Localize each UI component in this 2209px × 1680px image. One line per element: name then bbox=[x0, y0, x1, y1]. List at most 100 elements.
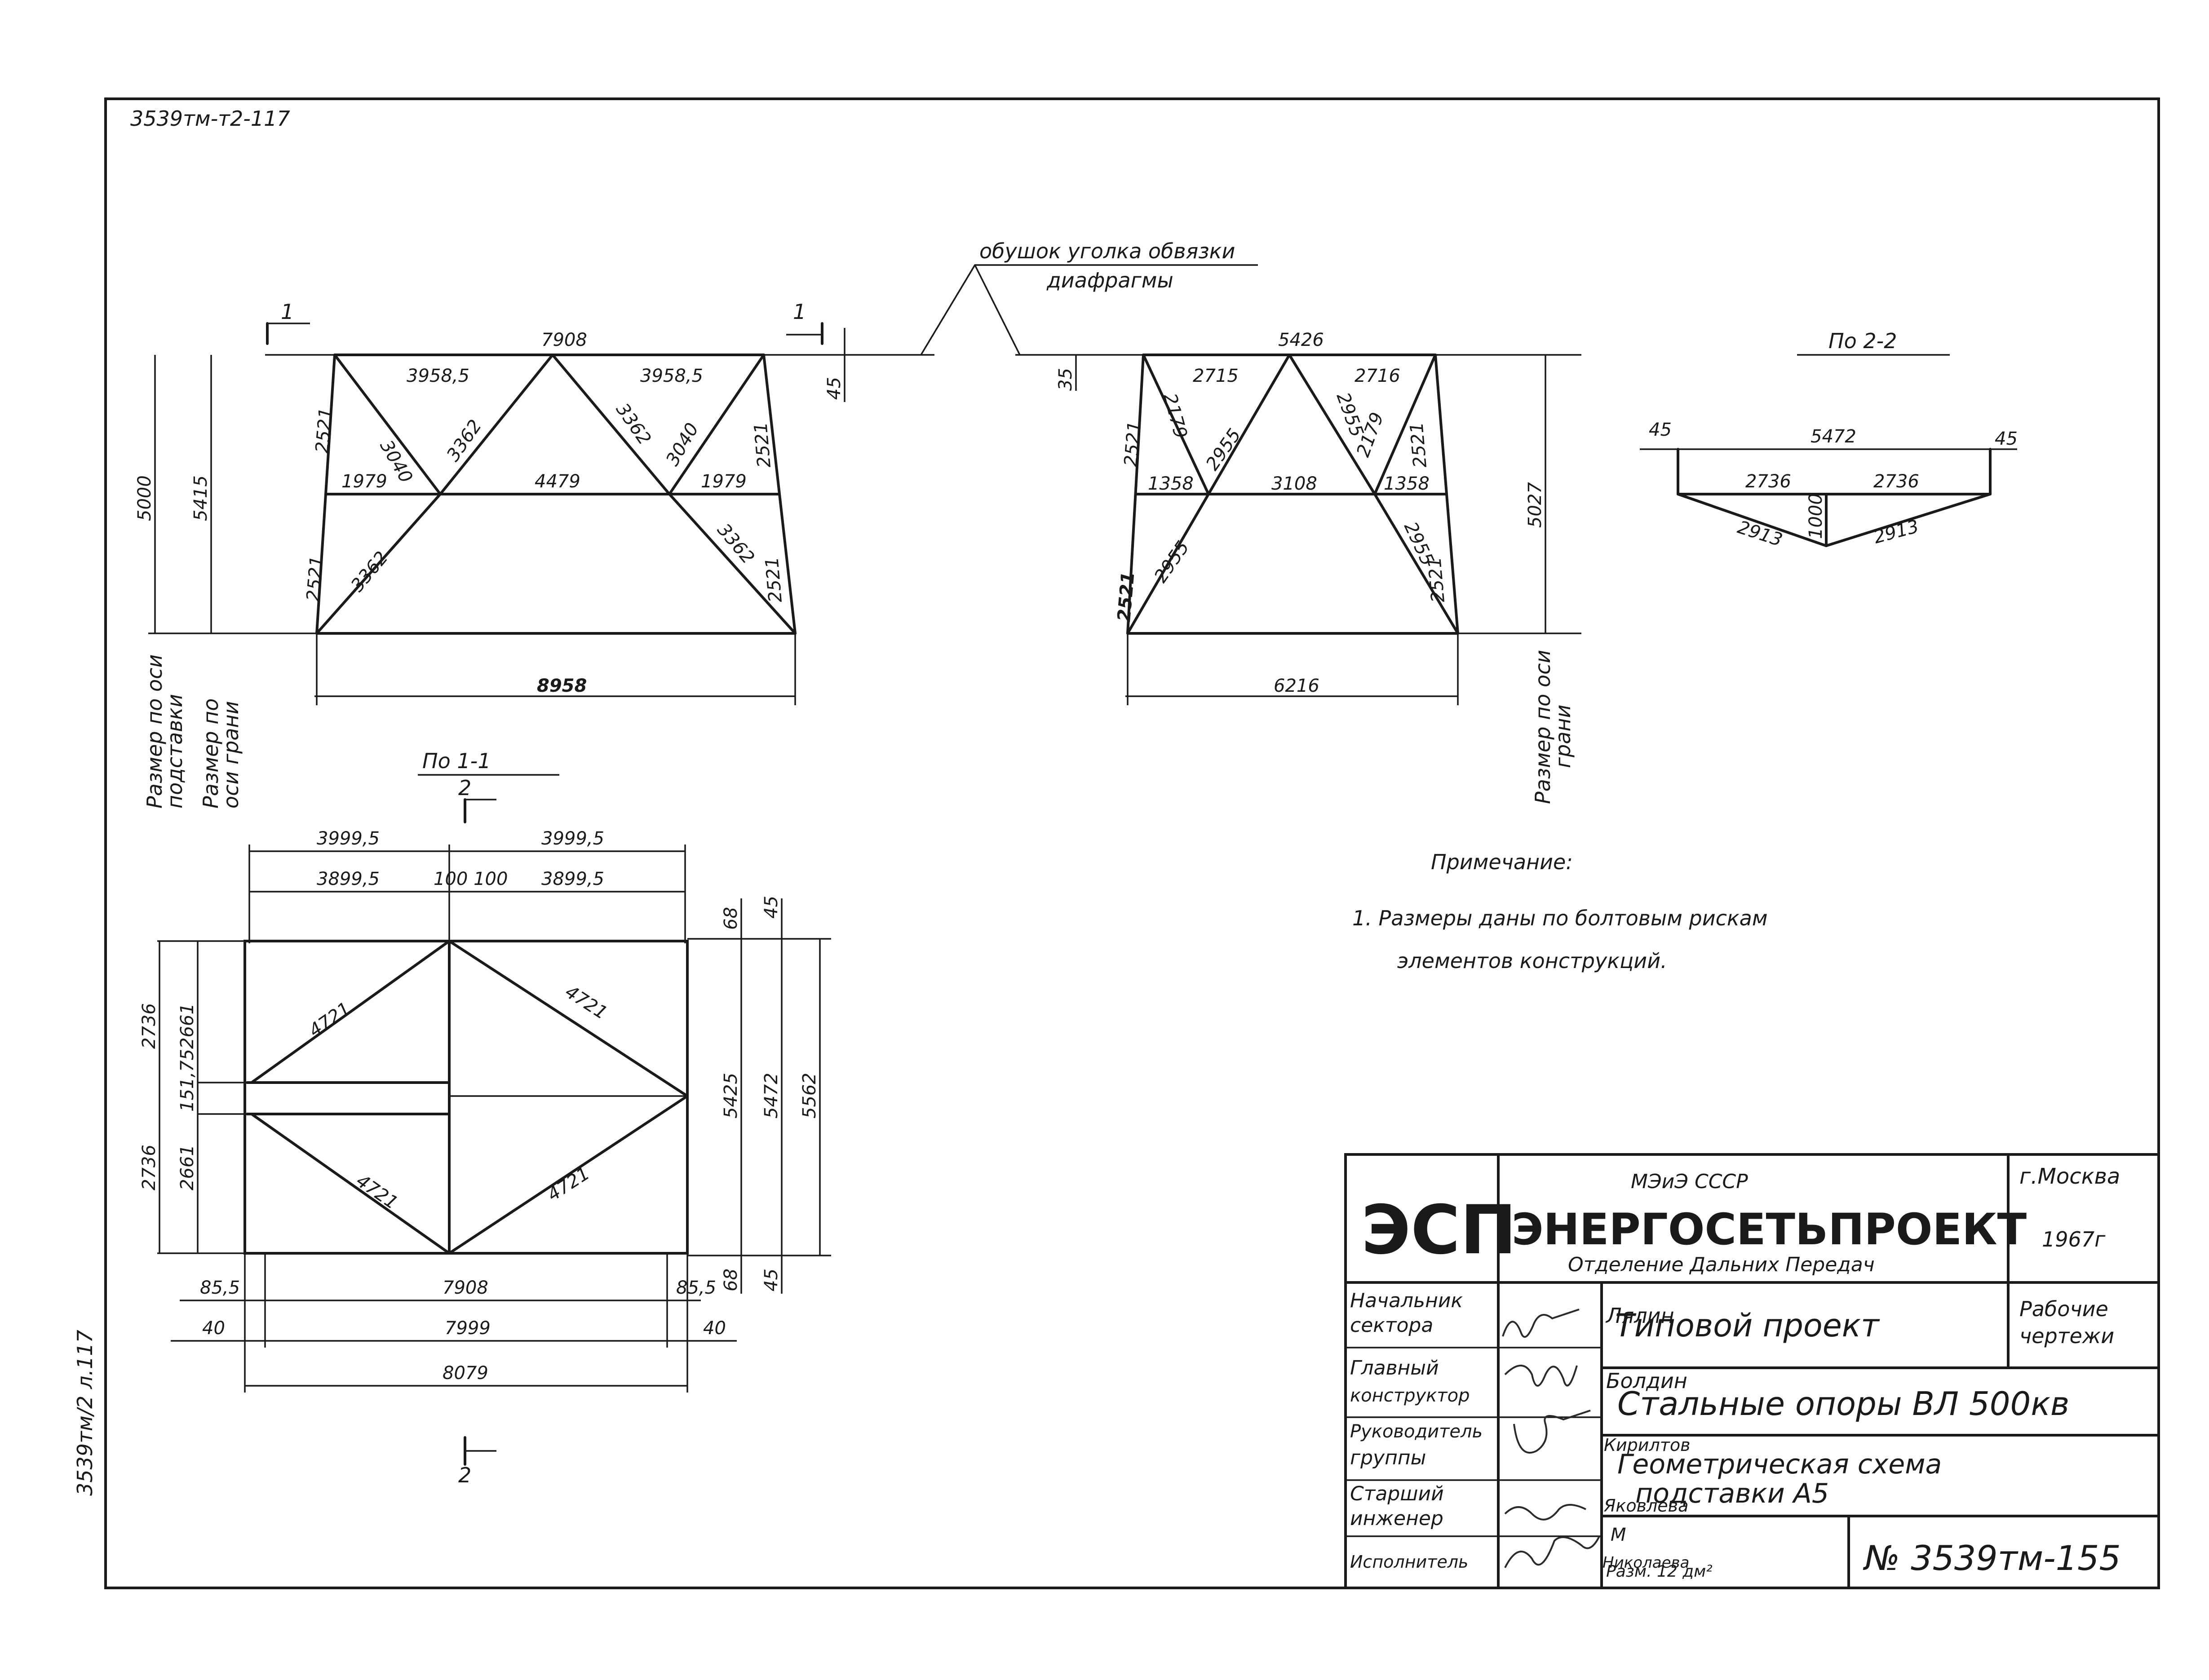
p-right-t2: 45 bbox=[761, 896, 782, 919]
axis-label-left-1: Размер по оси bbox=[142, 654, 167, 809]
frame-elevation-2 bbox=[1015, 354, 1581, 705]
s22-half-r: 2736 bbox=[1873, 471, 1919, 492]
p-bot2-l: 40 bbox=[202, 1318, 225, 1339]
s22-l: 45 bbox=[1649, 420, 1672, 440]
p-right-b: 5472 bbox=[761, 1073, 782, 1119]
f1-h1: 5000 bbox=[134, 475, 155, 521]
side-code: 3539тм/2 л.117 bbox=[73, 1330, 97, 1496]
f1-mid-r: 1979 bbox=[701, 471, 747, 492]
f1-top: 7908 bbox=[541, 330, 587, 350]
p-diag-lr: 4721 bbox=[544, 1163, 593, 1205]
tb-role-5: Исполнитель bbox=[1350, 1552, 1468, 1572]
note-title: Примечание: bbox=[1431, 850, 1573, 874]
tb-logo: ЭСП bbox=[1361, 1191, 1517, 1269]
p-left-a1: 2736 bbox=[139, 1003, 159, 1049]
f1-mid-l: 1979 bbox=[341, 471, 387, 492]
f1-side-ul: 2521 bbox=[312, 407, 336, 454]
tb-city: г.Москва bbox=[2019, 1164, 2120, 1189]
callout-leader bbox=[920, 264, 1258, 355]
tb-drawing-name-2: подставки А5 bbox=[1635, 1478, 1829, 1509]
tb-org: ЭНЕРГОСЕТЬПРОЕКТ bbox=[1512, 1204, 2027, 1255]
p-left-b2: 151,75 bbox=[177, 1049, 198, 1112]
tb-stage-1: Рабочие bbox=[2019, 1297, 2108, 1321]
plan-1-1 bbox=[157, 774, 831, 1466]
s22-half-l: 2736 bbox=[1745, 471, 1791, 492]
f2-d1: 2179 bbox=[1159, 391, 1191, 441]
tb-ministry: МЭиЭ СССР bbox=[1631, 1170, 1748, 1193]
p-right-t1: 68 bbox=[721, 907, 741, 930]
note-line1: 1. Размеры даны по болтовым рискам bbox=[1352, 906, 1768, 930]
p-bot2-r: 40 bbox=[703, 1318, 726, 1339]
view-1-1-label: По 1-1 bbox=[422, 749, 491, 773]
f2-h: 5027 bbox=[1525, 482, 1545, 528]
p-right-a: 5425 bbox=[721, 1073, 741, 1119]
p-top2-r: 3899,5 bbox=[541, 869, 604, 889]
tb-name-2: Болдин bbox=[1606, 1369, 1687, 1393]
p-bot1-l: 85,5 bbox=[200, 1278, 240, 1298]
section-mark-1b: 1 bbox=[793, 300, 806, 324]
p-top2-l: 3899,5 bbox=[317, 869, 380, 889]
section-mark-2-bottom: 2 bbox=[458, 1463, 471, 1487]
face-label-right-1: Размер по оси bbox=[1531, 650, 1555, 804]
signature-3 bbox=[1513, 1410, 1591, 1454]
signature-1 bbox=[1502, 1309, 1580, 1338]
tb-project-name: Стальные опоры ВЛ 500кв bbox=[1617, 1385, 2069, 1423]
f1-d2: 3362 bbox=[443, 416, 486, 465]
section-mark-2-top: 2 bbox=[458, 776, 471, 800]
p-bot3: 8079 bbox=[443, 1363, 488, 1384]
f2-gap: 35 bbox=[1055, 368, 1076, 391]
tb-name-4: Яковлева bbox=[1603, 1496, 1688, 1516]
f1-mid-c: 4479 bbox=[535, 471, 580, 492]
tb-name-1: Лялин bbox=[1605, 1304, 1674, 1328]
signature-2 bbox=[1504, 1365, 1578, 1387]
tb-dept: Отделение Дальних Передач bbox=[1568, 1253, 1875, 1276]
f2-mid-l: 1358 bbox=[1148, 473, 1194, 494]
f1-side-ur: 2521 bbox=[750, 421, 775, 469]
view-2-2-label: По 2-2 bbox=[1828, 329, 1897, 353]
f2-side-ur: 2521 bbox=[1406, 421, 1431, 469]
f1-bottom: 8958 bbox=[537, 676, 587, 696]
p-top1-l: 3999,5 bbox=[317, 828, 380, 849]
f2-side-ll: 2521 bbox=[1114, 571, 1139, 623]
p-right-c: 5562 bbox=[799, 1073, 820, 1119]
axis-label-left-2: подставки bbox=[163, 694, 187, 809]
p-bot1-c: 7908 bbox=[443, 1278, 488, 1298]
p-top1-r: 3999,5 bbox=[541, 828, 604, 849]
tb-name-5: Николаева bbox=[1603, 1554, 1689, 1572]
tb-year: 1967г bbox=[2042, 1227, 2106, 1251]
signature-5 bbox=[1504, 1536, 1600, 1568]
s22-r: 45 bbox=[1995, 429, 2018, 449]
f1-side-ll: 2521 bbox=[303, 555, 328, 602]
f1-h2: 5415 bbox=[190, 475, 211, 521]
tb-scale-label: М bbox=[1611, 1525, 1626, 1545]
f2-top: 5426 bbox=[1278, 330, 1324, 350]
f2-mid-c: 3108 bbox=[1271, 473, 1317, 494]
tb-role-4b: инженер bbox=[1350, 1507, 1443, 1530]
tb-role-4a: Старший bbox=[1350, 1482, 1444, 1505]
p-left-a2: 2736 bbox=[139, 1145, 159, 1190]
tb-name-3: Кирилтов bbox=[1604, 1435, 1691, 1455]
f1-low-r: 3362 bbox=[713, 520, 758, 568]
tb-role-2a: Главный bbox=[1350, 1357, 1439, 1379]
p-bot2-c: 7999 bbox=[445, 1318, 491, 1339]
s22-diag-r: 2913 bbox=[1872, 516, 1921, 548]
p-right-b1: 68 bbox=[721, 1269, 741, 1291]
f2-top-r: 2716 bbox=[1355, 366, 1400, 386]
note-line2: элементов конструкций. bbox=[1397, 949, 1667, 973]
f2-low-l: 2955 bbox=[1151, 537, 1194, 587]
tb-drawing-no: № 3539тм-155 bbox=[1863, 1538, 2121, 1578]
tb-drawing-name-1: Геометрическая схема bbox=[1617, 1449, 1942, 1480]
p-left-b3: 2661 bbox=[177, 1145, 198, 1190]
f1-gap: 45 bbox=[824, 377, 845, 400]
p-diag-ll: 4721 bbox=[352, 1171, 402, 1214]
tb-role-3b: группы bbox=[1350, 1446, 1426, 1469]
tb-role-2b: конструктор bbox=[1350, 1385, 1470, 1406]
p-diag-ul: 4721 bbox=[305, 998, 354, 1041]
f1-d4: 3040 bbox=[662, 420, 703, 469]
f2-bottom: 6216 bbox=[1274, 676, 1319, 696]
p-left-b1: 2661 bbox=[177, 1003, 198, 1049]
face-label-left-2: оси грани bbox=[219, 701, 243, 809]
f1-side-lr: 2521 bbox=[761, 556, 786, 603]
f2-top-l: 2715 bbox=[1193, 366, 1239, 386]
